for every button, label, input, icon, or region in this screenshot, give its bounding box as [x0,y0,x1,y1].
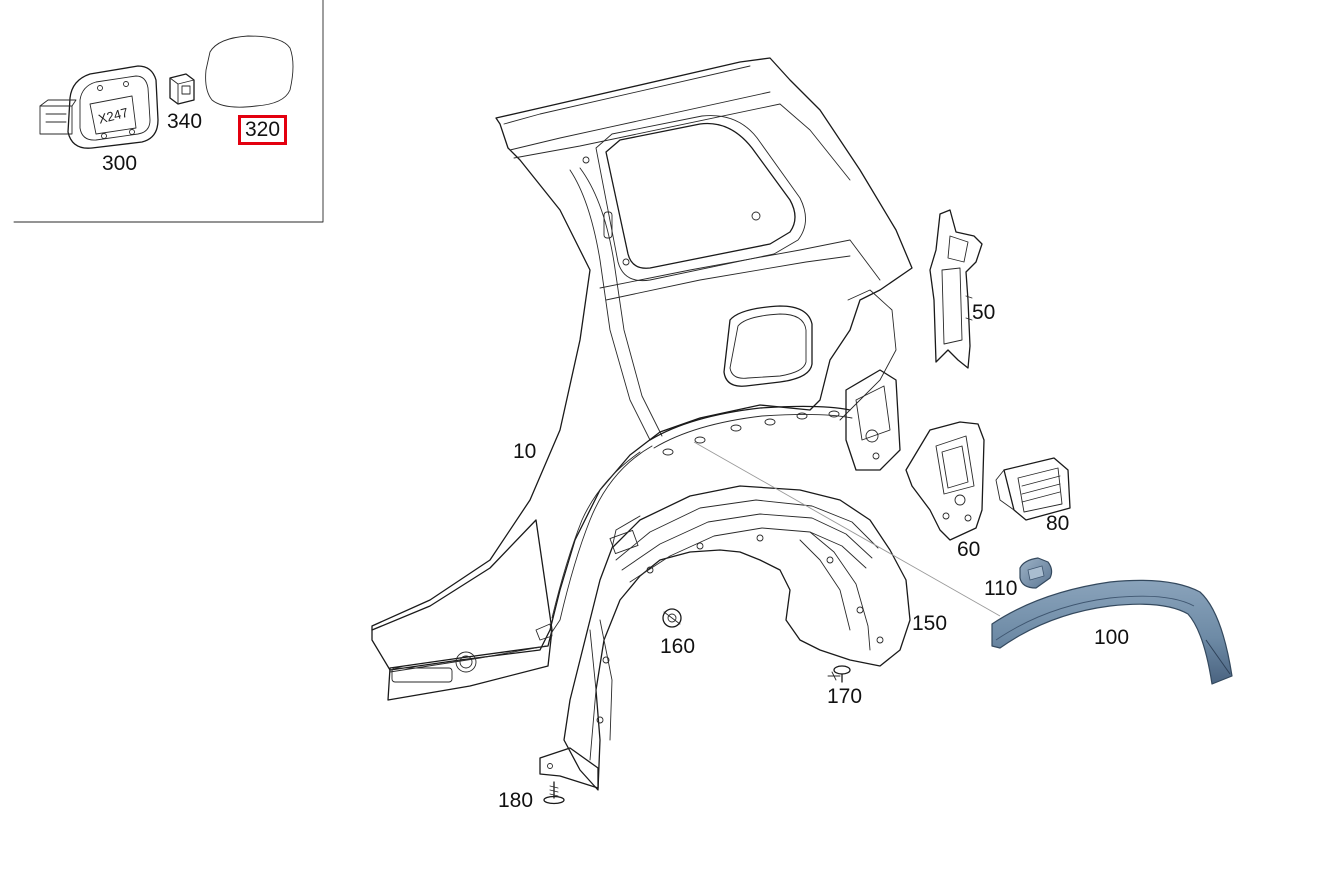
part-80-vent-grille[interactable] [995,457,1071,521]
callout-320[interactable]: 320 [238,115,288,145]
callout-160[interactable]: 160 [660,635,696,658]
part-100-wheel-arch-trim[interactable] [991,579,1233,685]
part-50-rear-bracket[interactable] [929,209,983,369]
callout-50[interactable]: 50 [972,301,996,324]
part-60-inner-panel[interactable] [905,421,985,541]
callout-80[interactable]: 80 [1046,512,1070,535]
callout-340[interactable]: 340 [167,110,203,133]
part-10-side-wall[interactable] [371,57,913,701]
part-320-fuel-flap[interactable] [205,35,294,108]
callout-300[interactable]: 300 [102,152,138,175]
leader-lines [693,441,1001,617]
callout-110[interactable]: 110 [984,577,1018,600]
part-150-wheel-liner[interactable] [539,485,911,791]
fuel-housing-marking: X247 [97,105,130,127]
part-300-fuel-filler-housing[interactable]: X247 [39,65,159,149]
part-170-screw[interactable] [827,665,851,683]
callout-180[interactable]: 180 [498,789,534,812]
callout-60[interactable]: 60 [957,538,981,561]
callout-10[interactable]: 10 [513,440,537,463]
inset-frame [13,0,324,223]
callout-170[interactable]: 170 [827,685,863,708]
callout-100[interactable]: 100 [1094,626,1130,649]
callout-150[interactable]: 150 [912,612,948,635]
part-340-actuator[interactable] [169,73,195,105]
part-110-clip[interactable] [1019,557,1053,589]
part-160-push-clip[interactable] [662,608,682,628]
part-180-screw[interactable] [543,781,565,805]
